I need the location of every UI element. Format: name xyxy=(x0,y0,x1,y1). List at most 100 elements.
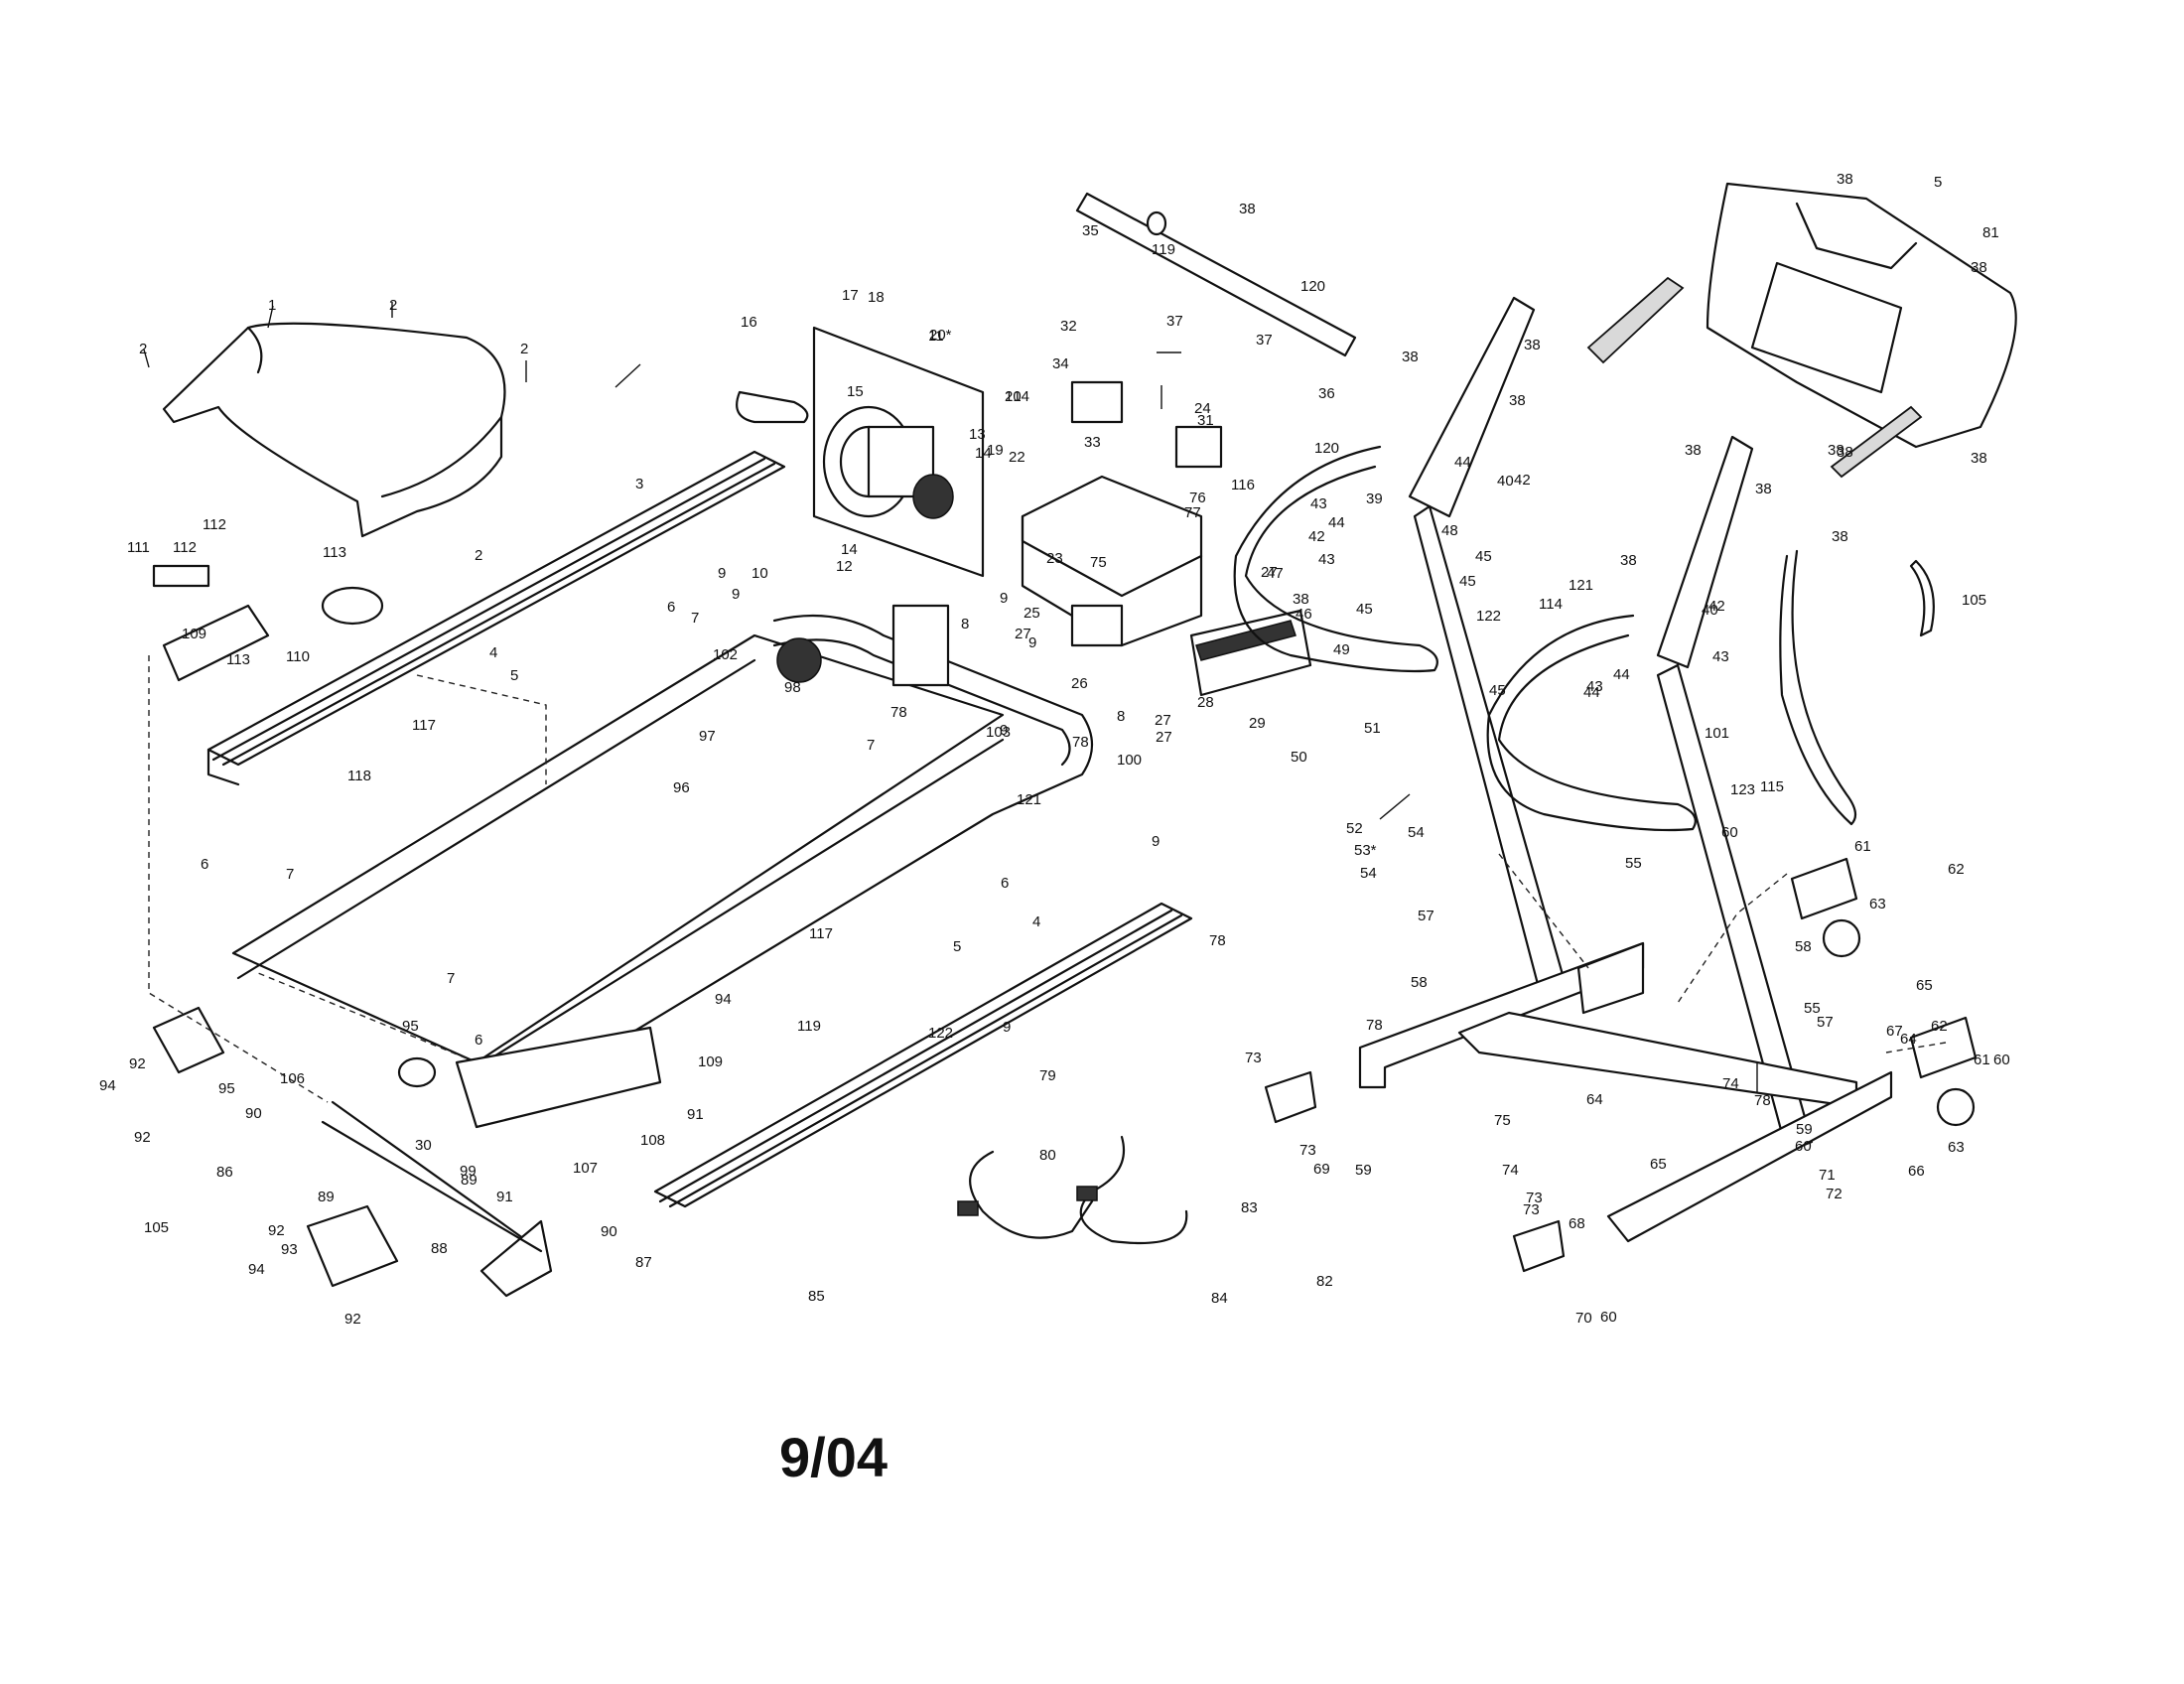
part-label: 22 xyxy=(1009,449,1025,466)
part-label: 58 xyxy=(1795,938,1812,955)
part-label: 99 xyxy=(460,1163,477,1180)
part-label: 31 xyxy=(1197,412,1214,429)
part-label: 55 xyxy=(1804,1000,1821,1017)
part-label: 86 xyxy=(216,1164,233,1181)
part-label: 105 xyxy=(1962,592,1986,609)
right-handrail xyxy=(1486,614,1697,832)
part-label: 113 xyxy=(323,544,346,561)
rear-wheel-left xyxy=(1822,918,1861,958)
part-label: 2 xyxy=(475,547,482,564)
part-label: 116 xyxy=(1231,477,1255,493)
part-label: 97 xyxy=(699,728,716,745)
part-label: 117 xyxy=(809,925,833,942)
part-label: 73 xyxy=(1526,1190,1543,1206)
part-label: 23 xyxy=(1046,550,1063,567)
part-label: 102 xyxy=(713,646,738,663)
part-label: 42 xyxy=(1708,598,1725,615)
part-label: 45 xyxy=(1356,601,1373,618)
circuit-breaker xyxy=(1174,425,1223,469)
part-label: 112 xyxy=(203,516,226,533)
part-label: 87 xyxy=(635,1254,652,1271)
part-label: 15 xyxy=(847,383,864,400)
part-label: 43 xyxy=(1712,648,1729,665)
part-label: 62 xyxy=(1931,1018,1948,1035)
part-label: 44 xyxy=(1613,666,1630,683)
power-cords xyxy=(957,1135,1188,1245)
part-label: 1 xyxy=(268,297,276,314)
part-label: 90 xyxy=(601,1223,617,1240)
part-label: 52 xyxy=(1346,820,1363,837)
part-label: 51 xyxy=(1364,720,1381,737)
part-label: 120 xyxy=(1314,440,1339,457)
part-label: 38 xyxy=(1837,444,1853,461)
part-label: 57 xyxy=(1817,1014,1834,1031)
part-label: 94 xyxy=(248,1261,265,1278)
part-label: 38 xyxy=(1828,442,1844,459)
part-label: 115 xyxy=(1760,778,1784,795)
part-label: 44 xyxy=(1328,514,1345,531)
part-label: 64 xyxy=(1586,1091,1603,1108)
part-label: 44 xyxy=(1454,454,1471,471)
part-label: 2 xyxy=(389,297,397,314)
part-label: 6 xyxy=(667,599,675,616)
part-label: 55 xyxy=(1625,855,1642,872)
part-label: 121 xyxy=(1569,577,1593,594)
part-label: 38 xyxy=(1971,450,1987,467)
left-side-rail xyxy=(206,450,786,786)
console-crossbar xyxy=(1075,192,1357,357)
part-label: 111 xyxy=(127,539,150,556)
part-label: 79 xyxy=(1039,1067,1056,1084)
part-label: 38 xyxy=(1837,171,1853,188)
part-label: 49 xyxy=(1333,641,1350,658)
part-label: 21 xyxy=(1005,388,1022,405)
part-label: 6 xyxy=(201,856,208,873)
part-label: 9 xyxy=(732,586,740,603)
part-label: 118 xyxy=(347,768,371,784)
choke xyxy=(1070,604,1124,647)
part-label: 100 xyxy=(1117,752,1142,769)
part-label: 69 xyxy=(1313,1161,1330,1178)
base-frame xyxy=(1358,941,1893,1243)
part-label: 113 xyxy=(226,651,250,668)
part-label: 106 xyxy=(280,1070,305,1087)
part-label: 27 xyxy=(1261,564,1278,581)
part-label: 38 xyxy=(1832,528,1848,545)
part-label: 60 xyxy=(1600,1309,1617,1326)
front-foot-left xyxy=(1264,1070,1317,1124)
part-label: 40 xyxy=(1702,602,1718,619)
part-label: 68 xyxy=(1569,1215,1585,1232)
part-label: 94 xyxy=(715,991,732,1008)
part-label: 7 xyxy=(286,866,294,883)
part-label: 33 xyxy=(1084,434,1101,451)
part-label: 58 xyxy=(1411,974,1428,991)
footer-date-code: 9/04 xyxy=(779,1426,887,1488)
part-label: 13 xyxy=(969,426,986,443)
part-label: 4 xyxy=(1032,913,1040,930)
part-label: 85 xyxy=(808,1288,825,1305)
part-label: 108 xyxy=(640,1132,665,1149)
part-label: 82 xyxy=(1316,1273,1333,1290)
part-label: 122 xyxy=(1476,608,1501,625)
part-label: 92 xyxy=(344,1311,361,1328)
part-label: 27 xyxy=(1155,712,1171,729)
part-label: 95 xyxy=(218,1080,235,1097)
part-label: 43 xyxy=(1318,551,1335,568)
part-label: 28 xyxy=(1197,694,1214,711)
part-label: 91 xyxy=(496,1189,513,1205)
part-label: 10 xyxy=(751,565,768,582)
part-label: 48 xyxy=(1441,522,1458,539)
drive-motor xyxy=(812,326,985,578)
part-label: 45 xyxy=(1489,682,1506,699)
part-label: 9 xyxy=(718,565,726,582)
part-label: 96 xyxy=(673,779,690,796)
power-switch-block xyxy=(1070,380,1124,424)
part-label: 59 xyxy=(1796,1121,1813,1138)
part-label: 104 xyxy=(1005,388,1029,405)
part-label: 60 xyxy=(1993,1052,2010,1068)
motor-hood xyxy=(162,322,506,538)
part-label: 114 xyxy=(1539,596,1563,613)
part-label: 9 xyxy=(1028,634,1036,651)
part-label: 42 xyxy=(1308,528,1325,545)
part-label: 70 xyxy=(1575,1310,1592,1327)
part-label: 9 xyxy=(1003,1019,1011,1036)
